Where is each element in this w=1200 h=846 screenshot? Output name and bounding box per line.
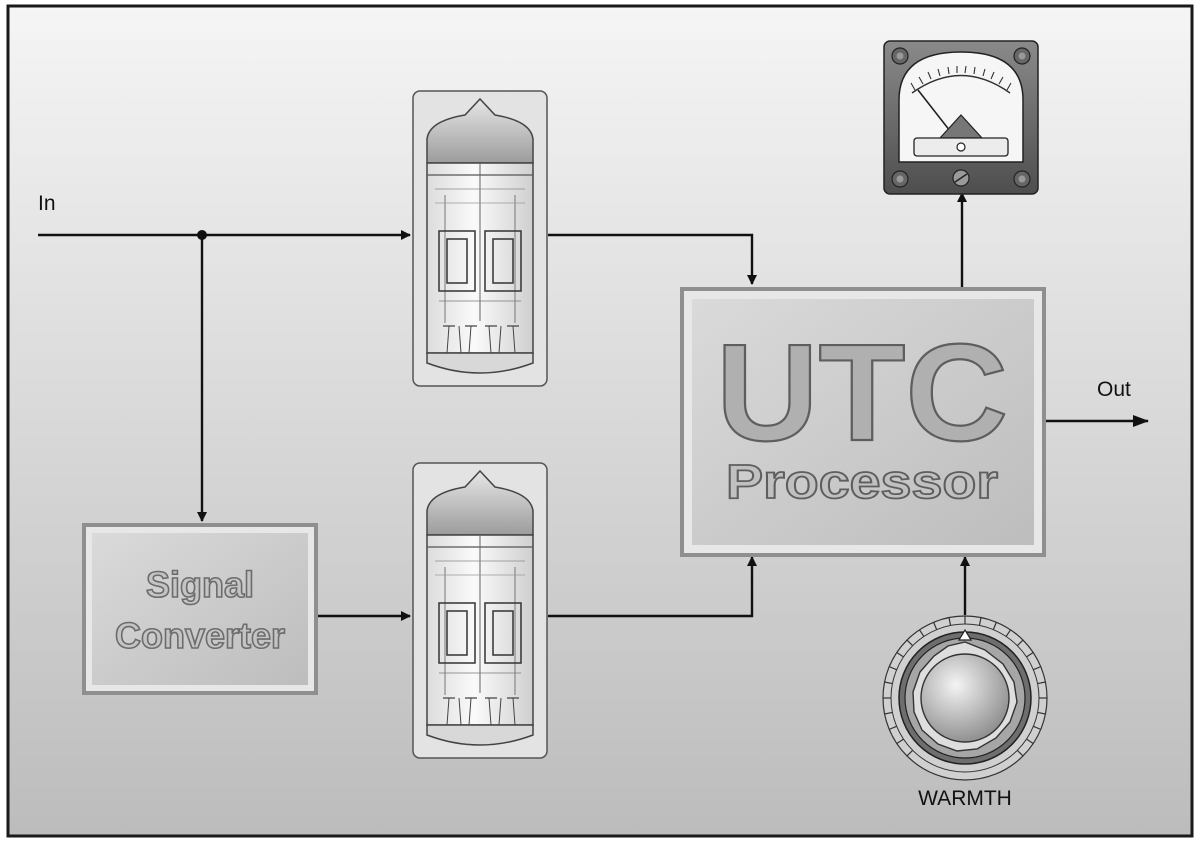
knob-scale-tick <box>889 725 897 730</box>
knob-scale-tick <box>889 666 897 671</box>
knob-label: WARMTH <box>918 787 1012 810</box>
processor-title: UTC <box>716 316 1008 470</box>
converter-label-line2: Converter <box>115 615 285 656</box>
knob-scale-tick <box>948 617 952 626</box>
input-label: In <box>38 192 56 215</box>
processor-subtitle: Processor <box>726 456 998 509</box>
knob-scale-tick <box>1026 651 1034 658</box>
tube1-to-processor-line <box>548 233 757 285</box>
knob-scale-tick <box>1005 629 1012 637</box>
knob-scale-tick <box>884 681 893 685</box>
knob-scale-tick <box>1033 725 1041 730</box>
knob-scale-tick <box>896 738 904 745</box>
vacuum-tube-icon <box>412 462 548 759</box>
knob-scale-tick <box>1037 711 1046 715</box>
knob-scale-tick <box>1037 681 1046 685</box>
knob-scale-tick <box>918 629 925 637</box>
knob-scale-tick <box>906 639 914 647</box>
converter-label-line1: Signal <box>146 564 254 605</box>
knob-scale-tick <box>978 617 982 626</box>
vu-meter-icon <box>883 40 1039 195</box>
rotary-knob-icon <box>882 615 1048 781</box>
tube2-to-processor-line <box>548 556 757 618</box>
knob-scale-tick <box>1026 738 1034 745</box>
knob-scale-tick <box>1016 639 1024 647</box>
signal-converter-block: Signal Converter <box>82 523 318 695</box>
knob-scale-tick <box>933 622 938 630</box>
output-label: Out <box>1097 378 1131 401</box>
knob-scale-tick <box>1033 666 1041 671</box>
vacuum-tube-icon <box>412 90 548 387</box>
utc-processor-block: UTC Processor <box>680 287 1046 557</box>
knob-scale-tick <box>884 711 893 715</box>
knob-scale-tick <box>992 622 997 630</box>
junction-dot <box>197 230 207 240</box>
knob-scale-tick <box>1016 749 1024 757</box>
knob-scale-tick <box>906 749 914 757</box>
signal-lines <box>38 192 1149 621</box>
knob-scale-tick <box>896 651 904 658</box>
